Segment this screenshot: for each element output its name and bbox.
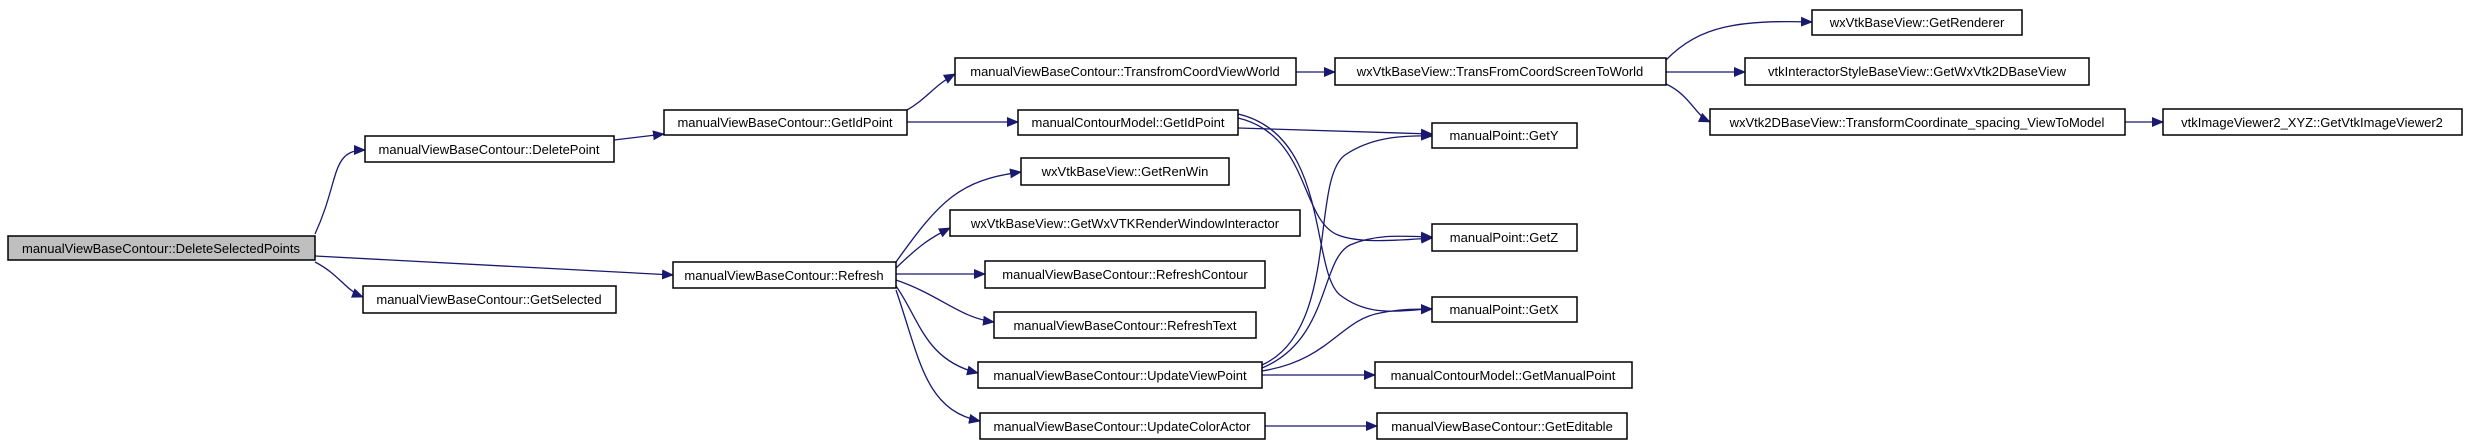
node-label: manualViewBaseContour::DeletePoint <box>379 142 600 157</box>
node-deletePoint[interactable]: manualViewBaseContour::DeletePoint <box>364 135 615 163</box>
node-label: manualViewBaseContour::GetEditable <box>1391 419 1613 434</box>
node-getZ[interactable]: manualPoint::GetZ <box>1431 223 1578 252</box>
node-label: manualViewBaseContour::GetIdPoint <box>677 115 892 130</box>
node-updateColorActor[interactable]: manualViewBaseContour::UpdateColorActor <box>979 412 1266 440</box>
edge-deleteSelected-getSelected <box>314 261 364 298</box>
node-getWxVtk2D[interactable]: vtkInteractorStyleBaseView::GetWxVtk2DBa… <box>1744 57 2090 86</box>
edge-refresh-getInteractor <box>895 227 951 269</box>
node-getIdPoint[interactable]: manualViewBaseContour::GetIdPoint <box>663 109 908 136</box>
edge-refresh-updateColorActor <box>895 289 981 424</box>
edge-refresh-refreshText <box>895 279 995 326</box>
node-transformCoordinate[interactable]: wxVtk2DBaseView::TransformCoordinate_spa… <box>1709 108 2126 136</box>
node-getSelected[interactable]: manualViewBaseContour::GetSelected <box>362 285 617 314</box>
node-updateViewPoint[interactable]: manualViewBaseContour::UpdateViewPoint <box>977 361 1263 389</box>
node-getX[interactable]: manualPoint::GetX <box>1431 296 1578 323</box>
node-label: manualViewBaseContour::UpdateViewPoint <box>993 368 1247 383</box>
nodes: manualViewBaseContour::DeleteSelectedPoi… <box>7 9 2463 440</box>
edge-updateViewPoint-getX <box>1261 304 1433 372</box>
node-label: vtkInteractorStyleBaseView::GetWxVtk2DBa… <box>1768 64 2067 79</box>
node-label: manualViewBaseContour::RefreshContour <box>1002 267 1248 282</box>
edge-updateViewPoint-getZ <box>1261 231 1433 369</box>
node-label: manualContourModel::GetIdPoint <box>1032 115 1225 130</box>
node-label: manualContourModel::GetManualPoint <box>1391 368 1616 383</box>
node-getRenWin[interactable]: wxVtkBaseView::GetRenWin <box>1020 157 1230 186</box>
node-label: manualPoint::GetY <box>1449 128 1558 143</box>
node-transfromCoord[interactable]: manualViewBaseContour::TransfromCoordVie… <box>954 57 1297 86</box>
node-label: manualViewBaseContour::TransfromCoordVie… <box>970 64 1280 79</box>
edge-deleteSelected-refresh <box>314 255 674 280</box>
node-transFromScreen[interactable]: wxVtkBaseView::TransFromCoordScreenToWor… <box>1334 57 1667 86</box>
node-label: wxVtkBaseView::GetWxVTKRenderWindowInter… <box>970 216 1280 231</box>
node-label: wxVtkBaseView::GetRenderer <box>1829 15 2005 30</box>
edge-transFromScreen-transformCoordinate <box>1665 83 1711 123</box>
node-getManualPoint[interactable]: manualContourModel::GetManualPoint <box>1374 361 1633 389</box>
node-getVtkImageViewer2[interactable]: vtkImageViewer2_XYZ::GetVtkImageViewer2 <box>2162 108 2463 136</box>
node-getEditable[interactable]: manualViewBaseContour::GetEditable <box>1376 412 1628 440</box>
node-label: wxVtkBaseView::GetRenWin <box>1041 164 1209 179</box>
edge-refresh-updateViewPoint <box>895 285 979 376</box>
edge-deletePoint-getIdPoint <box>613 130 665 141</box>
node-label: manualViewBaseContour::Refresh <box>684 268 883 283</box>
edge-modelGetIdPoint-getZ <box>1237 117 1433 244</box>
node-deleteSelected[interactable]: manualViewBaseContour::DeleteSelectedPoi… <box>7 235 316 261</box>
node-refreshContour[interactable]: manualViewBaseContour::RefreshContour <box>984 260 1266 289</box>
node-getY[interactable]: manualPoint::GetY <box>1431 122 1578 149</box>
node-label: wxVtkBaseView::TransFromCoordScreenToWor… <box>1356 64 1644 79</box>
edge-transFromScreen-getRenderer <box>1665 16 1813 61</box>
edge-updateViewPoint-getY <box>1261 130 1433 366</box>
node-getInteractor[interactable]: wxVtkBaseView::GetWxVTKRenderWindowInter… <box>949 209 1301 237</box>
node-label: manualViewBaseContour::RefreshText <box>1013 318 1236 333</box>
node-label: manualPoint::GetX <box>1449 302 1558 317</box>
node-refreshText[interactable]: manualViewBaseContour::RefreshText <box>993 311 1257 339</box>
node-getRenderer[interactable]: wxVtkBaseView::GetRenderer <box>1811 9 2023 36</box>
edge-refresh-getRenWin <box>895 168 1022 263</box>
node-label: wxVtk2DBaseView::TransformCoordinate_spa… <box>1729 115 2105 130</box>
edge-deleteSelected-deletePoint <box>314 145 366 235</box>
edge-getIdPoint-transfromCoord <box>906 73 956 111</box>
node-refresh[interactable]: manualViewBaseContour::Refresh <box>672 261 897 289</box>
node-label: manualViewBaseContour::UpdateColorActor <box>993 419 1251 434</box>
node-label: manualViewBaseContour::DeleteSelectedPoi… <box>22 241 300 256</box>
node-modelGetIdPoint[interactable]: manualContourModel::GetIdPoint <box>1017 109 1239 136</box>
node-label: vtkImageViewer2_XYZ::GetVtkImageViewer2 <box>2181 115 2443 130</box>
node-label: manualViewBaseContour::GetSelected <box>376 292 601 307</box>
node-label: manualPoint::GetZ <box>1450 230 1558 245</box>
edges <box>314 16 2164 431</box>
